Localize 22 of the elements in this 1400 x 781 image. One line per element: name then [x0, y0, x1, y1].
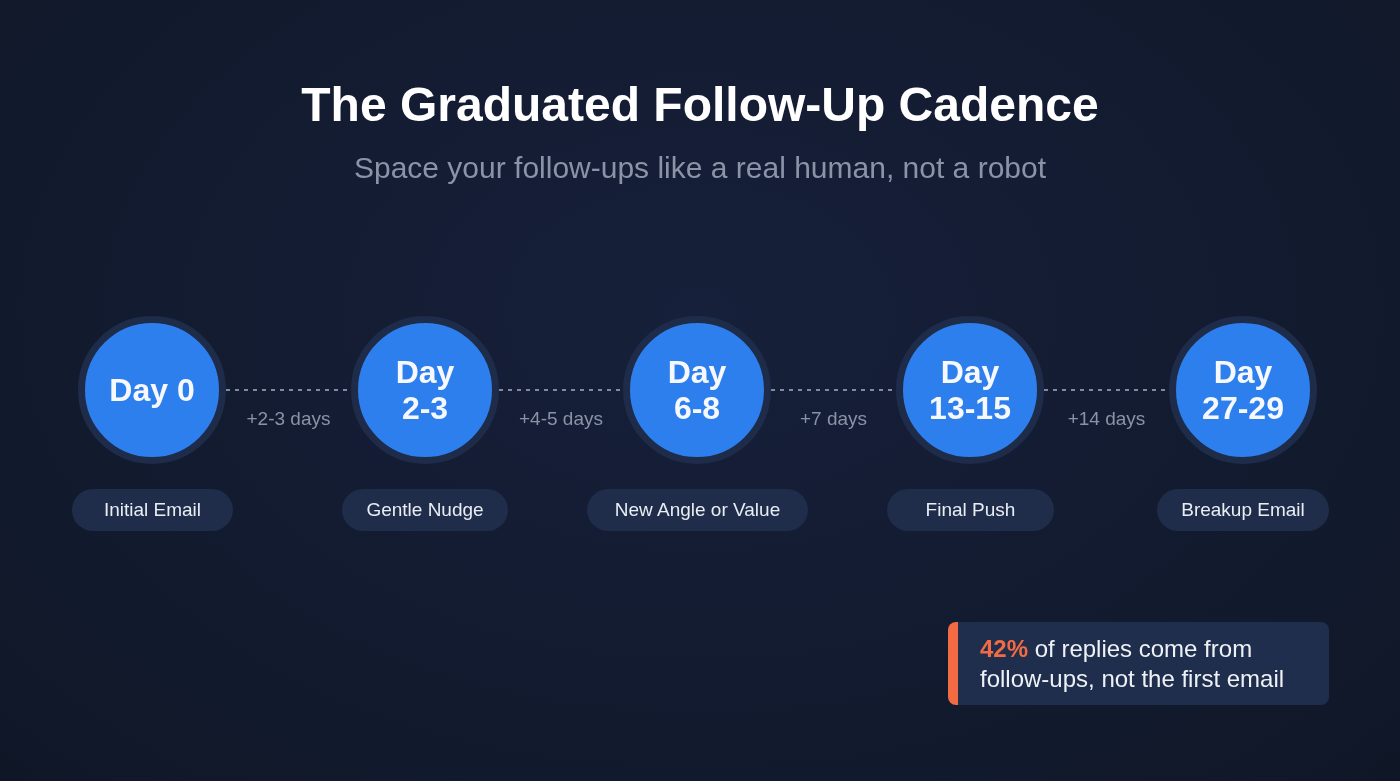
- stage-pill: [72, 489, 233, 531]
- subtitle: Space your follow-ups like a real human, not a robot: [353, 150, 1047, 186]
- day-label: Day 0: [109, 372, 195, 408]
- title: The Graduated Follow-Up Cadence: [301, 77, 1099, 133]
- callout-card: [948, 622, 1329, 705]
- edge-label: +7 days: [799, 407, 868, 431]
- stage-name: Initial Email: [103, 498, 202, 522]
- stage-pill: [1157, 489, 1329, 531]
- edge-label: +2-3 days: [246, 407, 331, 431]
- stage-name: Final Push: [925, 498, 1016, 522]
- day-label: Day 2-3: [394, 354, 456, 426]
- stage-name: Breakup Email: [1181, 498, 1305, 522]
- stage-pill: [342, 489, 508, 531]
- day-label: Day 27-29: [1201, 354, 1285, 426]
- edge-label: +14 days: [1067, 407, 1146, 431]
- stage-name: Gentle Nudge: [366, 498, 484, 522]
- stage-pill: [887, 489, 1054, 531]
- edge-label: +4-5 days: [519, 407, 603, 431]
- note-text: 42% of replies come from follow-ups, not the first email: [980, 633, 1286, 694]
- stage-name: New Angle or Value: [614, 498, 781, 522]
- day-label: Day 6-8: [666, 354, 728, 426]
- day-label: Day 13-15: [928, 354, 1012, 426]
